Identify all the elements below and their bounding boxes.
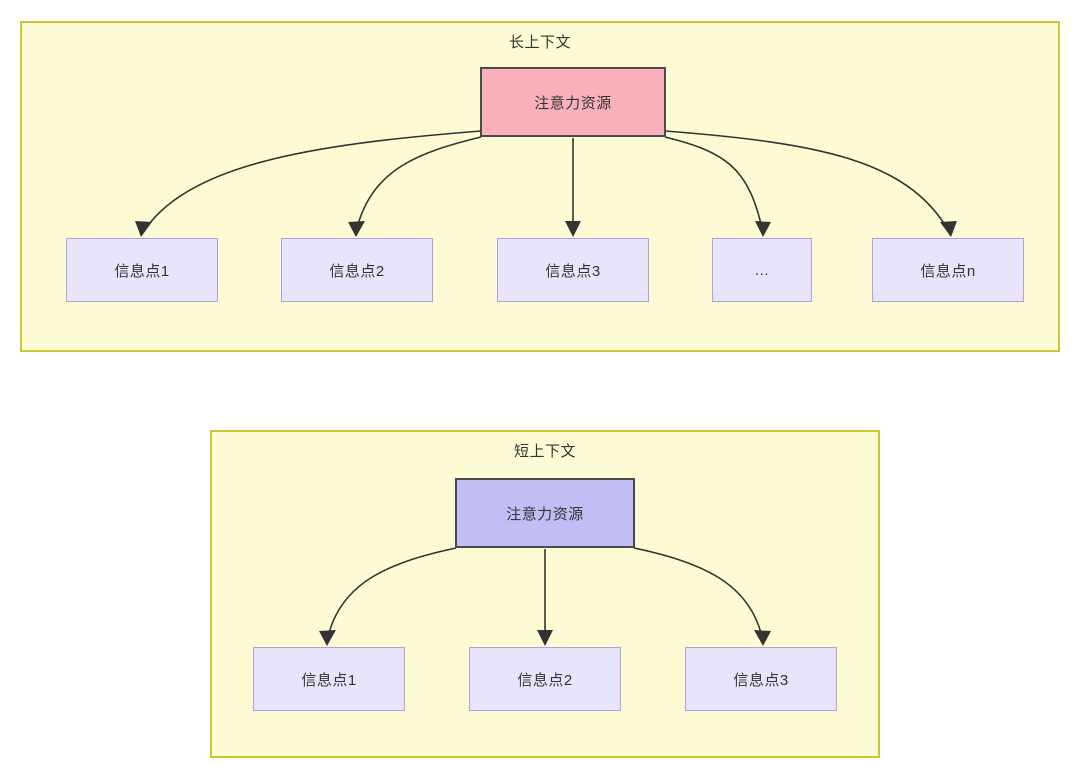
group-short-context-title: 短上下文 <box>513 443 576 460</box>
node-info-point-long-ellipsis[interactable]: ... <box>712 238 812 302</box>
node-info-point-long-n[interactable]: 信息点n <box>872 238 1024 302</box>
node-info-point-long-1[interactable]: 信息点1 <box>66 238 218 302</box>
node-info-point-short-1[interactable]: 信息点1 <box>253 647 405 711</box>
node-info-point-short-3[interactable]: 信息点3 <box>685 647 837 711</box>
group-long-context-title: 长上下文 <box>508 34 571 51</box>
node-info-point-long-3[interactable]: 信息点3 <box>497 238 649 302</box>
node-info-point-long-2[interactable]: 信息点2 <box>281 238 433 302</box>
node-info-point-short-2[interactable]: 信息点2 <box>469 647 621 711</box>
node-attention-resource-short[interactable]: 注意力资源 <box>455 478 635 548</box>
node-attention-resource-long[interactable]: 注意力资源 <box>480 67 666 137</box>
